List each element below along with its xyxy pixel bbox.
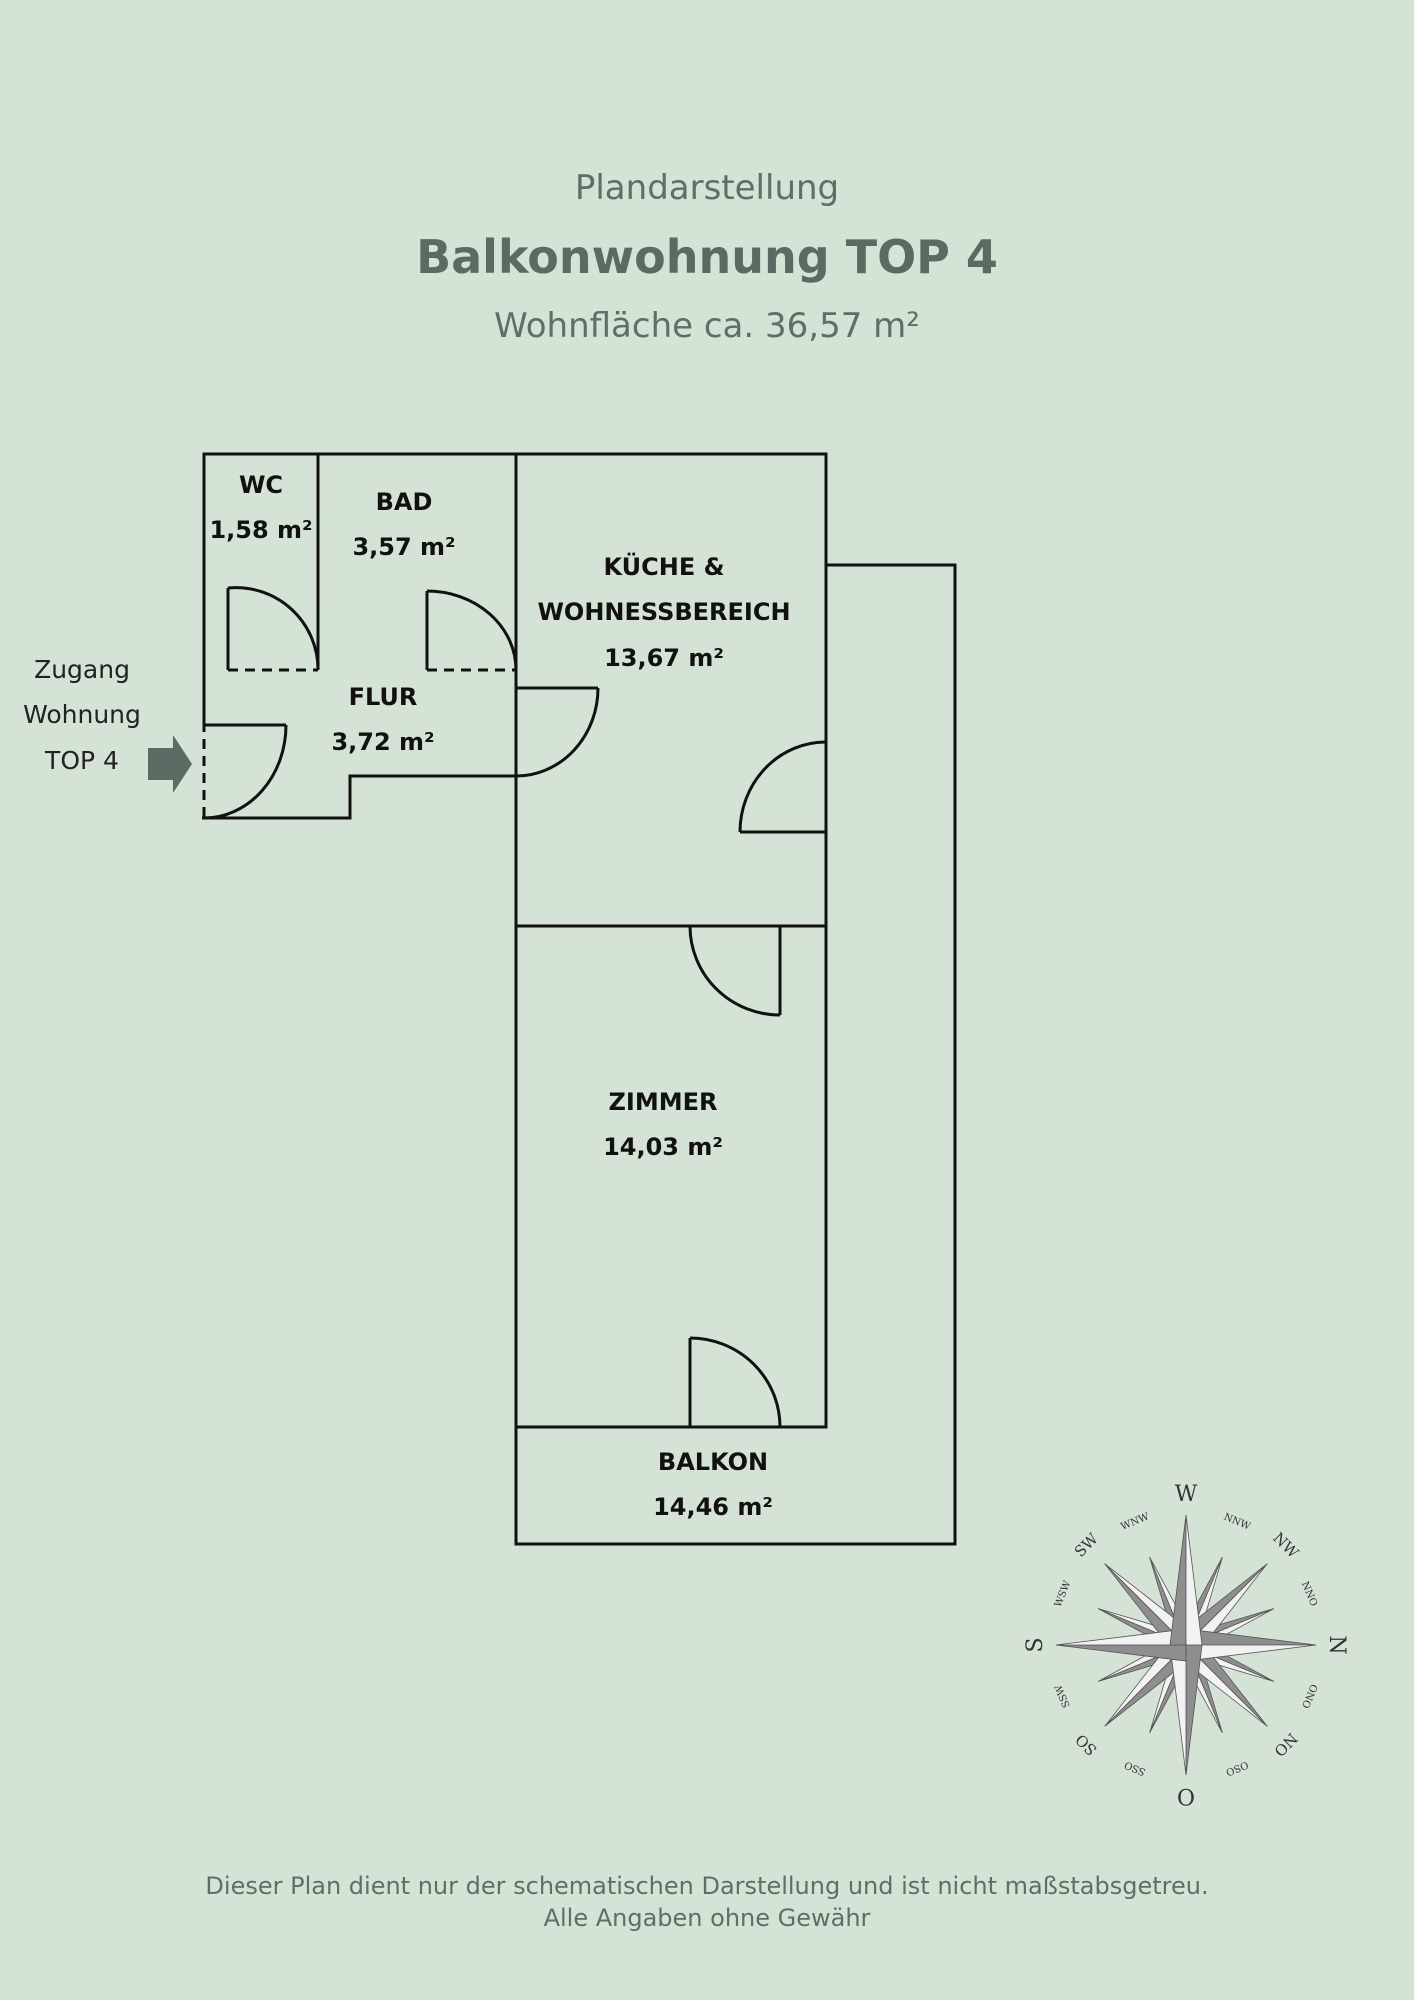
main-3-spike-light <box>1185 1514 1203 1646</box>
entrance-label-line3: TOP 4 <box>44 746 119 775</box>
disclaimer-line2: Alle Angaben ohne Gewähr <box>543 1904 871 1932</box>
bad-label: BAD <box>376 488 433 516</box>
compass-label-sw: SW <box>1071 1529 1102 1560</box>
compass-label-ssw: SSW <box>1053 1682 1073 1709</box>
bad-area: 3,57 m² <box>352 533 455 561</box>
bad-door-swing <box>426 589 518 671</box>
compass-label-nno: NNO <box>1299 1580 1319 1608</box>
compass-label-n: N <box>1324 1635 1349 1654</box>
main-2-spike-dark <box>1055 1644 1187 1662</box>
flur-area: 3,72 m² <box>331 728 434 756</box>
zimmer-area: 14,03 m² <box>603 1133 723 1161</box>
flur-bottom-wall <box>202 774 516 820</box>
flur-label: FLUR <box>349 683 418 711</box>
zimmer-label: ZIMMER <box>609 1088 718 1116</box>
kitchen-label-line2: WOHNESSBEREICH <box>537 598 790 626</box>
wc-label: WC <box>239 471 283 499</box>
main-1-spike-light <box>1169 1644 1187 1776</box>
kitchen-zimmer-walls <box>514 452 828 1429</box>
main-0-spike-dark <box>1185 1628 1317 1646</box>
entrance-door-swing <box>203 724 288 820</box>
compass-label-no: NO <box>1270 1729 1301 1760</box>
balkon-label: BALKON <box>658 1448 768 1476</box>
kitchen-area: 13,67 m² <box>604 644 724 672</box>
compass-label-s: S <box>1023 1637 1048 1652</box>
compass-label-wsw: WSW <box>1053 1579 1074 1609</box>
compass-label-sso: SSO <box>1123 1759 1147 1777</box>
main-3-spike-dark <box>1169 1514 1187 1646</box>
wc-door-swing <box>227 586 320 671</box>
balkon-area: 14,46 m² <box>653 1493 773 1521</box>
kitchen-door-swing <box>515 687 600 778</box>
wc-area: 1,58 m² <box>209 516 312 544</box>
plan-subtitle: Plandarstellung <box>574 168 840 208</box>
compass-label-wnw: WNW <box>1119 1511 1151 1533</box>
main-0-spike-light <box>1185 1644 1317 1662</box>
living-area: Wohnfläche ca. 36,57 m² <box>494 306 920 346</box>
main-2-spike-light <box>1055 1628 1187 1646</box>
balcony-wall <box>514 563 957 1546</box>
compass-label-so: SO <box>1072 1730 1101 1759</box>
kitchen-balcony-door-swing <box>738 740 827 833</box>
main-1-spike-dark <box>1185 1644 1203 1776</box>
entrance-label-line2: Wohnung <box>23 700 141 729</box>
entrance-label-line1: Zugang <box>34 655 130 684</box>
entrance-arrow-icon <box>148 735 192 793</box>
disclaimer-line1: Dieser Plan dient nur der schematischen … <box>205 1872 1209 1900</box>
wc-bad-walls <box>202 452 516 670</box>
apartment-title: Balkonwohnung TOP 4 <box>416 230 998 284</box>
compass-label-ono: ONO <box>1299 1682 1319 1709</box>
compass-label-o: O <box>1177 1783 1195 1808</box>
compass-label-nw: NW <box>1269 1529 1302 1562</box>
zimmer-balcony-door-swing <box>689 1336 782 1428</box>
compass-label-w: W <box>1175 1482 1198 1507</box>
compass-label-oso: OSO <box>1224 1758 1250 1777</box>
zimmer-door-swing <box>688 925 781 1017</box>
kitchen-label-line1: KÜCHE & <box>603 551 724 581</box>
compass-label-nnw: NNW <box>1222 1512 1253 1533</box>
